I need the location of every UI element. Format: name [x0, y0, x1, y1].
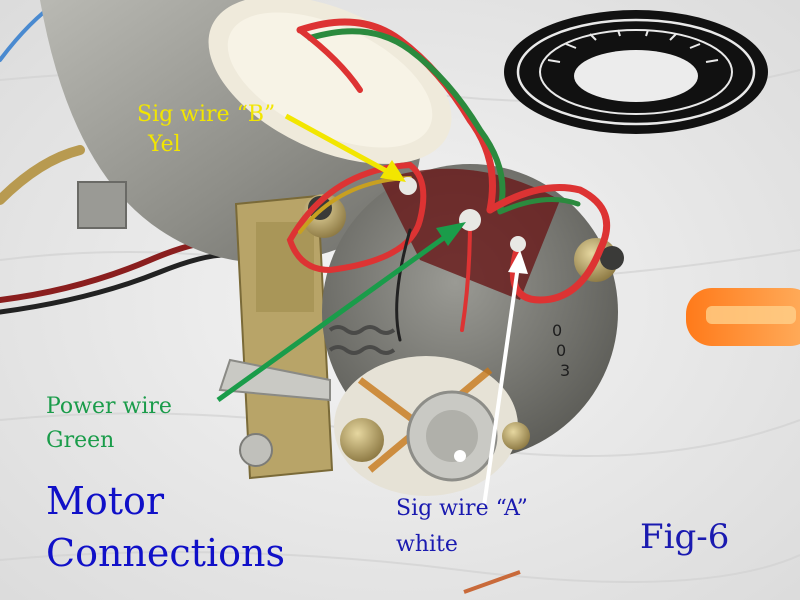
arrow-sig-b	[284, 113, 406, 182]
title-line-2: Connections	[46, 531, 285, 575]
arrow-sig-a	[482, 250, 528, 507]
wire-bundle	[286, 18, 611, 342]
arrow-power	[216, 222, 466, 403]
orange-lens-piece	[686, 288, 800, 346]
power-wire-label: Power wire	[46, 394, 172, 419]
solder-point-power	[459, 209, 481, 231]
svg-text:0: 0	[552, 321, 562, 340]
sig-wire-a-color-label: white	[396, 532, 458, 557]
svg-text:0: 0	[556, 341, 566, 360]
sig-wire-b-color-label: Yel	[148, 132, 181, 157]
solder-point-a	[510, 236, 526, 252]
gauge-dial-face	[504, 10, 768, 134]
figure-number: Fig-6	[640, 517, 730, 557]
title-line-1: Motor	[46, 479, 165, 523]
svg-text:3: 3	[560, 361, 570, 380]
sig-wire-a-label: Sig wire “A”	[396, 496, 528, 521]
power-wire-color-label: Green	[46, 428, 115, 453]
sig-wire-b-label: Sig wire “B”	[137, 102, 276, 127]
